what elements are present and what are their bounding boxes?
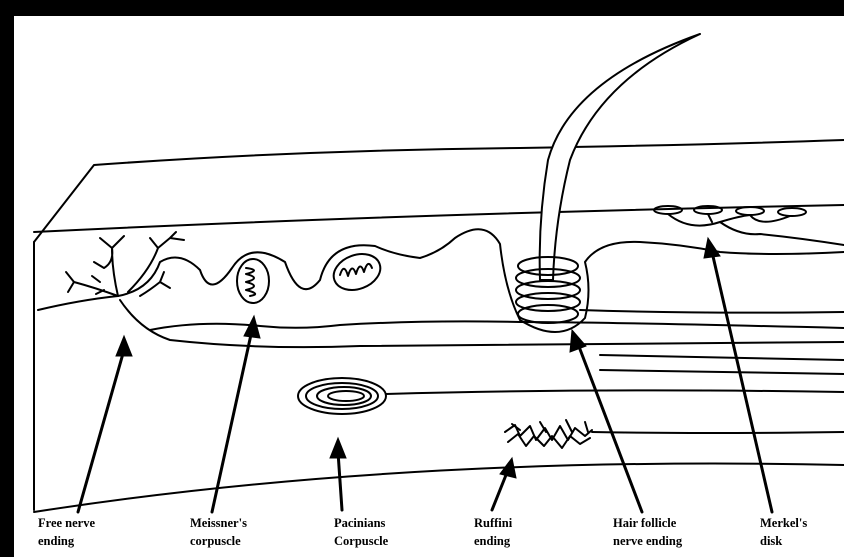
arrow-merkels-disk <box>712 252 772 512</box>
label-meissners-corpuscle-line1: Meissner's <box>190 516 247 530</box>
label-merkels-disk-line1: Merkel's <box>760 516 807 530</box>
frame-left-edge <box>0 0 14 557</box>
label-ruffini-ending-line2: ending <box>474 534 511 548</box>
arrow-free-nerve-ending <box>78 350 124 512</box>
label-ruffini-ending-line1: Ruffini <box>474 516 513 530</box>
merkels-disks <box>654 206 844 245</box>
arrow-pacinian-corpuscle <box>338 452 342 510</box>
labels: Free nerve ending Meissner's corpuscle P… <box>38 516 807 548</box>
hair-follicle <box>516 34 700 323</box>
label-merkels-disk-line2: disk <box>760 534 782 548</box>
meissners-corpuscle-1 <box>237 259 269 303</box>
label-hair-follicle-line1: Hair follicle <box>613 516 677 530</box>
free-nerve-ending <box>66 232 184 296</box>
label-free-nerve-ending-line2: ending <box>38 534 75 548</box>
label-hair-follicle-line2: nerve ending <box>613 534 683 548</box>
pacinian-corpuscle <box>298 378 844 414</box>
frame-top-edge <box>0 0 844 16</box>
arrow-ruffini-ending <box>492 470 508 510</box>
label-free-nerve-ending-line1: Free nerve <box>38 516 95 530</box>
meissners-corpuscle-2 <box>329 248 386 296</box>
label-meissners-corpuscle-line2: corpuscle <box>190 534 241 548</box>
label-pacinians-corpuscle-line1: Pacinians <box>334 516 386 530</box>
label-pacinians-corpuscle-line2: Corpuscle <box>334 534 389 548</box>
ruffini-ending <box>505 420 844 448</box>
